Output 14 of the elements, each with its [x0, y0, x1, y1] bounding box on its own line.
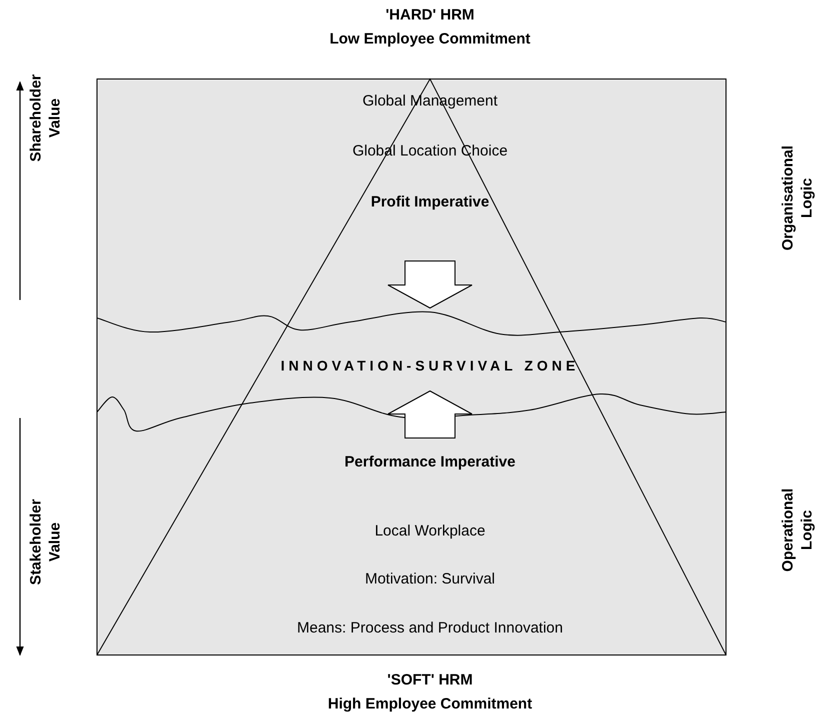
zone-text: Motivation: Survival	[364, 570, 496, 590]
heading-text: 'HARD' HRM	[386, 6, 474, 26]
zone-title: INNOVATION-SURVIVAL ZONE	[280, 357, 580, 375]
imperative-text: Profit Imperative	[370, 194, 490, 212]
side-label: Stakeholder Value	[27, 498, 64, 587]
side-label: Organisational Logic	[779, 144, 816, 253]
heading-text: Low Employee Commitment	[330, 30, 530, 50]
imperative-text: Performance Imperative	[344, 454, 516, 472]
side-label: Shareholder Value	[27, 73, 64, 164]
zone-text: Local Workplace	[374, 522, 486, 542]
heading-text: 'SOFT' HRM	[387, 672, 473, 690]
zone-text: Means: Process and Product Innovation	[297, 620, 563, 638]
heading-text: High Employee Commitment	[328, 696, 532, 714]
side-label: Operational Logic	[779, 487, 816, 574]
